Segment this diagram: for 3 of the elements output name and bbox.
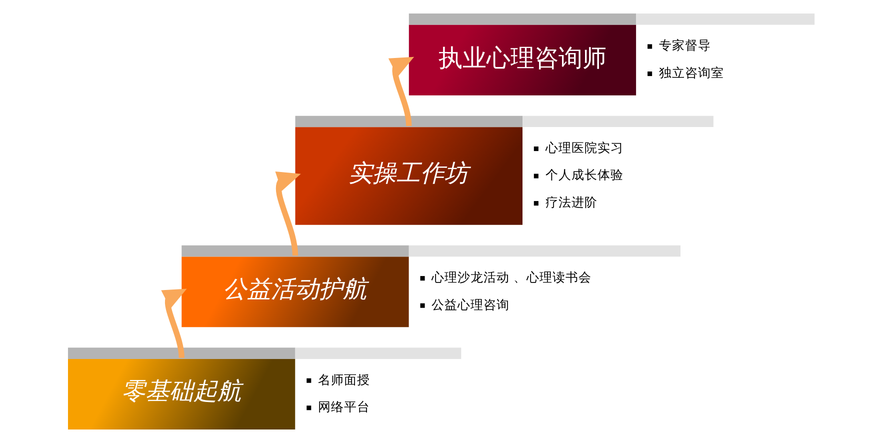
arrow — [161, 288, 187, 358]
arrow — [388, 56, 414, 126]
arrow — [275, 170, 301, 256]
